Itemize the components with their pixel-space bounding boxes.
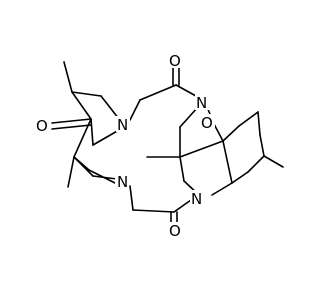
bond (247, 155, 265, 173)
bond (88, 169, 118, 185)
bond (211, 182, 233, 196)
svg-text:N: N (191, 190, 202, 208)
bond (231, 171, 249, 184)
bond (90, 118, 94, 146)
bond (259, 134, 265, 157)
bond (179, 140, 224, 158)
double-bond (51, 118, 92, 124)
bond (71, 91, 92, 120)
bond (129, 99, 141, 121)
bond-methyl-top-left (63, 61, 73, 93)
svg-text:O: O (36, 117, 48, 135)
bond (100, 95, 120, 120)
bond (132, 209, 175, 213)
svg-text:N: N (117, 116, 128, 134)
bond (71, 91, 102, 97)
bond (238, 111, 259, 127)
svg-text:O: O (169, 222, 181, 240)
bond (175, 84, 197, 97)
bond (173, 199, 192, 213)
atom-labels: N N N N O O O O (35, 52, 215, 240)
svg-text:N: N (196, 94, 207, 112)
svg-text:O: O (201, 114, 213, 132)
svg-text:O: O (169, 52, 181, 70)
bond (92, 129, 120, 146)
atom-nitrogen-1: N (116, 116, 130, 134)
bond (222, 125, 240, 142)
molecule-structure: N N N N O O O O (35, 52, 284, 240)
atom-nitrogen-3: N (195, 94, 209, 112)
atom-oxygen-4: O (168, 222, 183, 240)
bond (73, 156, 90, 171)
bond-methyl-right-outer (263, 155, 284, 168)
bond (139, 84, 177, 101)
atom-oxygen-3: O (200, 114, 215, 132)
double-bond (51, 124, 92, 130)
atom-nitrogen-4: N (190, 190, 204, 208)
atom-oxygen-2: O (35, 117, 50, 135)
bond (214, 125, 224, 142)
bond (222, 140, 233, 184)
atom-nitrogen-2: N (115, 173, 129, 191)
atom-oxygen-1: O (168, 52, 183, 70)
bond (179, 106, 199, 128)
bond (257, 111, 261, 136)
bond-methyl-left (67, 156, 75, 188)
bond (179, 156, 185, 182)
svg-text:N: N (117, 173, 128, 191)
bond (129, 185, 134, 211)
bond-lines (51, 61, 284, 227)
